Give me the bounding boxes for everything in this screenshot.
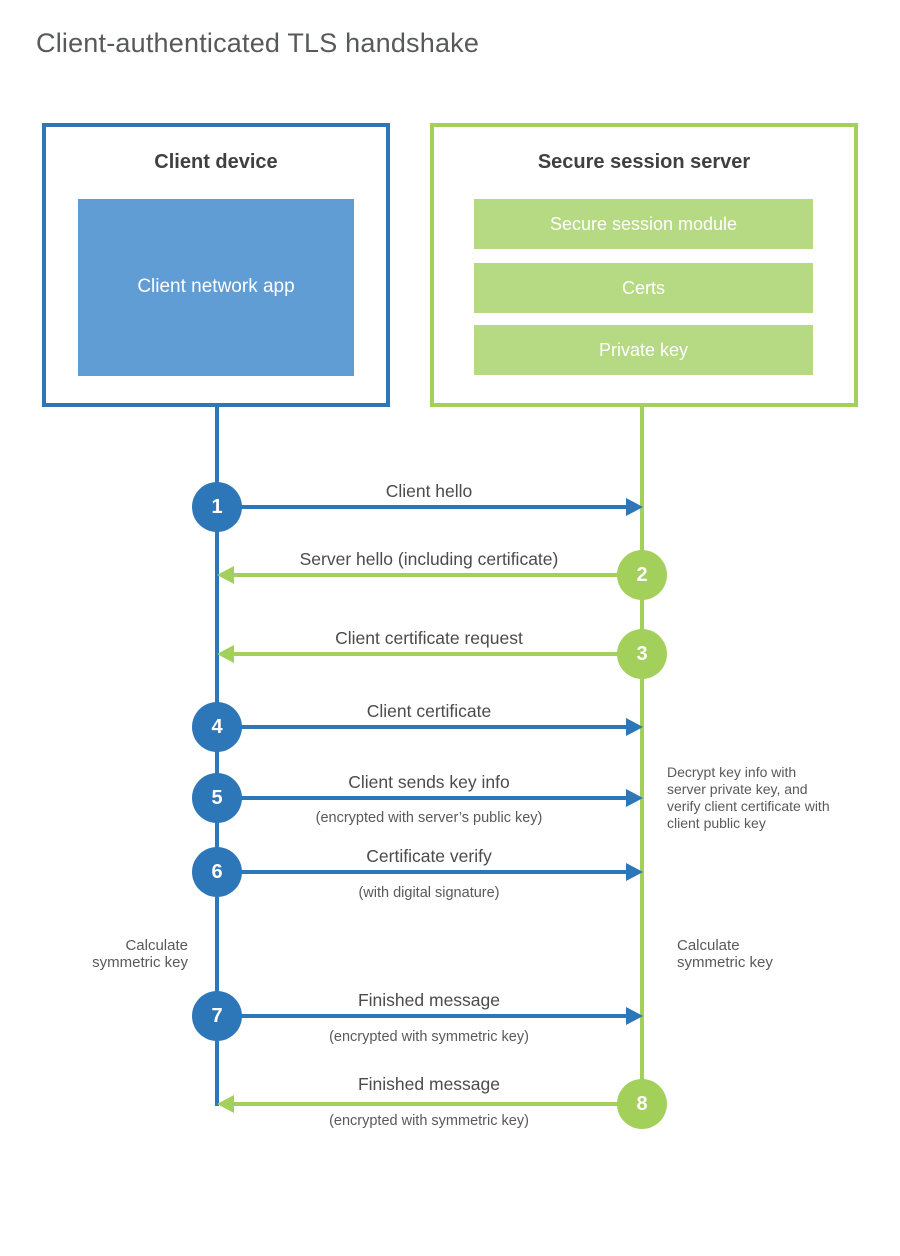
step-5-circle: 5 (192, 773, 242, 823)
step-3-arrowhead-icon (217, 645, 234, 663)
step-6-arrow-line (217, 870, 626, 874)
step-8-label: Finished message (357, 1074, 501, 1094)
step-8-arrowhead-icon (217, 1095, 234, 1113)
client-network-app-label: Client network app (137, 276, 295, 298)
secure-session-server-box: Secure session server Secure session mod… (430, 123, 858, 407)
secure-session-server-title: Secure session server (537, 151, 751, 173)
calculate-symmetric-key-note-left: Calculate symmetric key (92, 937, 188, 971)
step-2-label: Server hello (including certificate) (299, 549, 559, 569)
step-1-arrowhead-icon (626, 498, 643, 516)
client-lifeline (215, 405, 219, 1106)
step-5-label: Client sends key info (348, 772, 510, 792)
step-6-circle: 6 (192, 847, 242, 897)
step-4-circle: 4 (192, 702, 242, 752)
step-3-circle: 3 (617, 629, 667, 679)
client-device-title: Client device (154, 151, 278, 173)
module-bar-secure-session-module: Secure session module (474, 199, 813, 249)
step-6-arrowhead-icon (626, 863, 643, 881)
step-7-label: Finished message (357, 990, 501, 1010)
step-4-arrow-line (217, 725, 626, 729)
step-7-arrow-line (217, 1014, 626, 1018)
step-6-label: Certificate verify (366, 846, 492, 866)
step-8-sublabel: (encrypted with symmetric key) (329, 1113, 529, 1129)
step-6-sublabel: (with digital signature) (358, 885, 500, 901)
decrypt-key-note: Decrypt key info with server private key… (667, 764, 830, 831)
module-bar-certs: Certs (474, 263, 813, 313)
step-7-arrowhead-icon (626, 1007, 643, 1025)
step-7-circle: 7 (192, 991, 242, 1041)
step-8-circle: 8 (617, 1079, 667, 1129)
module-bar-private-key: Private key (474, 325, 813, 375)
client-network-app-rect: Client network app (78, 199, 354, 376)
client-device-box: Client device Client network app (42, 123, 390, 407)
step-1-circle: 1 (192, 482, 242, 532)
step-5-sublabel: (encrypted with server’s public key) (315, 810, 543, 826)
step-1-label: Client hello (385, 481, 473, 501)
step-1-arrow-line (217, 505, 626, 509)
step-5-arrowhead-icon (626, 789, 643, 807)
page-title: Client-authenticated TLS handshake (36, 28, 480, 58)
step-3-label: Client certificate request (335, 628, 523, 648)
step-2-circle: 2 (617, 550, 667, 600)
server-lifeline (640, 405, 644, 1104)
step-5-arrow-line (217, 796, 626, 800)
step-7-sublabel: (encrypted with symmetric key) (329, 1029, 529, 1045)
step-8-arrow-line (234, 1102, 643, 1106)
calculate-symmetric-key-note-right: Calculate symmetric key (677, 937, 773, 971)
step-4-arrowhead-icon (626, 718, 643, 736)
step-2-arrowhead-icon (217, 566, 234, 584)
step-4-label: Client certificate (366, 701, 492, 721)
step-3-arrow-line (234, 652, 643, 656)
step-2-arrow-line (234, 573, 643, 577)
